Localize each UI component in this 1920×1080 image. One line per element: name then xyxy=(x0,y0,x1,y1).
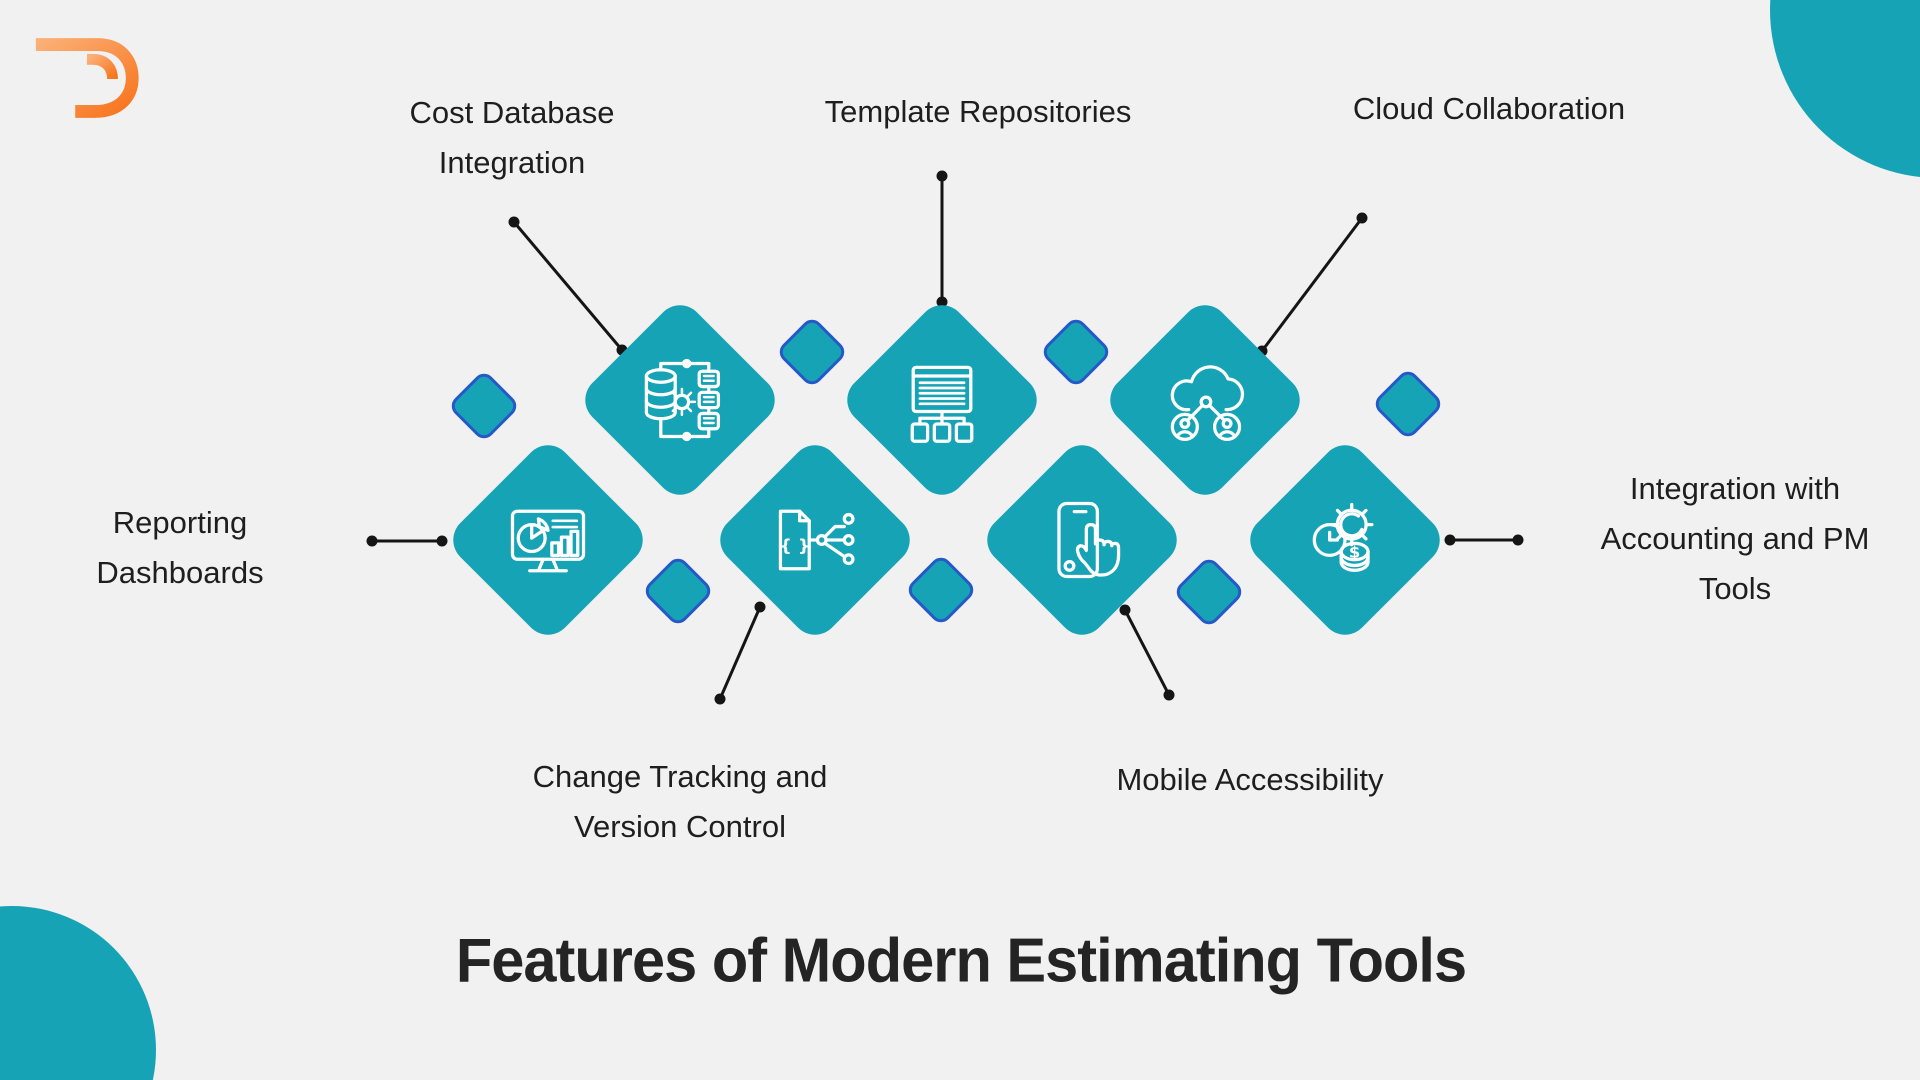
feature-diamond-reporting-dashboards xyxy=(443,435,653,645)
svg-text:{ }: { } xyxy=(780,537,811,557)
feature-label-reporting-dashboards: Reporting Dashboards xyxy=(96,505,264,590)
svg-text:$: $ xyxy=(1349,542,1360,561)
feature-diamond-change-tracking: { } xyxy=(710,435,920,645)
feature-diamond-mobile-accessibility xyxy=(977,435,1187,645)
accent-diamond-top-1 xyxy=(775,315,849,389)
connector-change-tracking xyxy=(714,601,766,705)
gear-clock-money-icon: $ xyxy=(1312,502,1374,572)
brand-logo-td-icon xyxy=(35,38,139,118)
feature-label-change-tracking: Change Tracking and Version Control xyxy=(532,759,828,844)
cloud-users-icon xyxy=(1170,365,1245,441)
feature-diamond-cloud-collaboration xyxy=(1100,295,1310,505)
connector-template-repositories xyxy=(936,170,948,308)
database-gear-icon xyxy=(644,358,721,442)
accent-diamond-right-upper xyxy=(1371,367,1445,441)
teal-circle-bottom-left xyxy=(0,906,156,1080)
teal-circle-top-right xyxy=(1770,0,1920,178)
code-branch-icon: { } xyxy=(778,509,855,571)
dashboard-monitor-icon xyxy=(510,509,586,573)
feature-label-template-repositories: Template Repositories xyxy=(824,94,1132,129)
accent-diamond-top-2 xyxy=(1039,315,1113,389)
feature-diamond-cost-database-integration xyxy=(575,295,785,505)
accent-diamond-bottom-3 xyxy=(1172,555,1246,629)
connector-mobile-accessibility xyxy=(1119,604,1175,701)
connector-integration-accounting xyxy=(1444,534,1524,546)
accent-diamond-bottom-1 xyxy=(641,554,715,628)
feature-label-integration-accounting: Integration with Accounting and PM Tools xyxy=(1600,471,1870,606)
accent-diamond-left-upper xyxy=(447,369,521,443)
feature-label-mobile-accessibility: Mobile Accessibility xyxy=(1116,762,1384,797)
accent-diamond-bottom-2 xyxy=(904,553,978,627)
template-board-icon xyxy=(910,365,974,443)
feature-label-cloud-collaboration: Cloud Collaboration xyxy=(1352,91,1626,126)
feature-diamond-template-repositories xyxy=(837,295,1047,505)
connector-reporting-dashboards xyxy=(366,535,448,547)
feature-label-cost-database-integration: Cost Database Integration xyxy=(409,95,615,180)
phone-touch-icon xyxy=(1057,501,1121,579)
feature-diamond-integration-accounting: $ xyxy=(1240,435,1450,645)
page-title: Features of Modern Estimating Tools xyxy=(455,926,1467,996)
